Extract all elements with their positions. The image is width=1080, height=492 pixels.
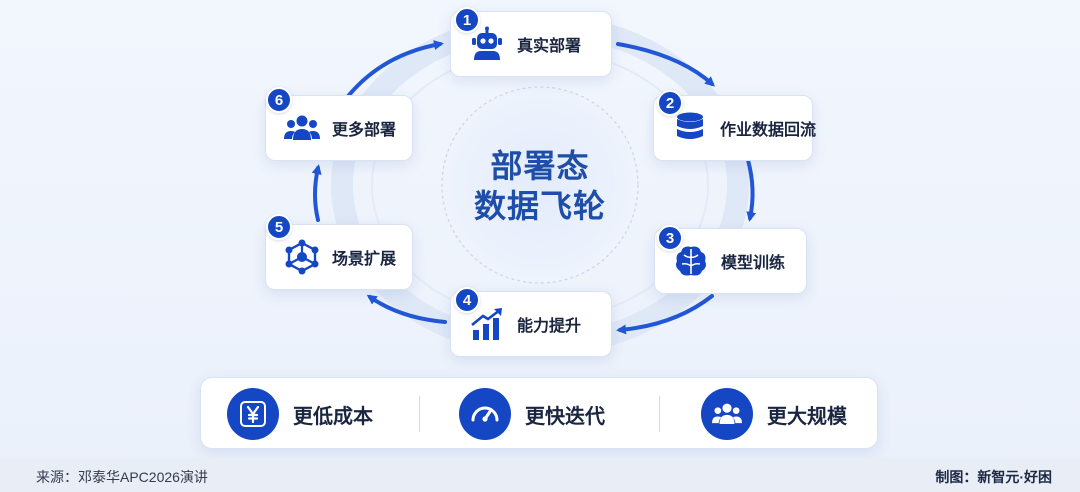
center-title-line2: 数据飞轮 — [473, 188, 606, 224]
center-title: 部署态 数据飞轮 — [440, 146, 640, 226]
step-number-4: 4 — [454, 287, 480, 313]
step-label-1: 真实部署 — [517, 38, 582, 55]
arrow-1-to-2 — [616, 42, 715, 87]
step-label-6: 更多部署 — [332, 122, 397, 139]
benefit-divider-2 — [659, 396, 660, 432]
credit-text: 制图：新智元·好困 — [935, 469, 1052, 485]
center-dashed-ring — [441, 86, 639, 284]
benefit-lower-cost: 更低成本 — [227, 388, 373, 440]
step-number-5: 5 — [266, 214, 292, 240]
source-text: 来源：邓泰华APC2026演讲 — [36, 469, 208, 485]
speedometer-icon — [459, 388, 511, 440]
center-glow — [442, 87, 638, 283]
step-number-3: 3 — [657, 225, 683, 251]
step-label-3: 模型训练 — [721, 255, 786, 272]
growth-chart-icon — [467, 304, 507, 344]
footer: 来源：邓泰华APC2026演讲 制图：新智元·好困 — [0, 458, 1080, 492]
arrow-6-to-1 — [343, 40, 444, 102]
benefit-divider-1 — [419, 396, 420, 432]
step-number-1: 1 — [454, 7, 480, 33]
arrow-3-to-4 — [616, 294, 714, 335]
robot-icon — [467, 24, 507, 64]
benefit-label-1: 更低成本 — [293, 405, 373, 428]
step-label-4: 能力提升 — [517, 318, 582, 335]
step-card-6: 更多部署 — [265, 95, 413, 161]
center-title-line1: 部署态 — [490, 148, 590, 184]
network-icon — [282, 237, 322, 277]
benefit-label-2: 更快迭代 — [525, 405, 605, 428]
database-icon — [670, 108, 710, 148]
benefit-larger-scale: 更大规模 — [701, 388, 847, 440]
step-number-6: 6 — [266, 87, 292, 113]
benefit-faster-iteration: 更快迭代 — [459, 388, 605, 440]
step-card-5: 场景扩展 — [265, 224, 413, 290]
people-group-icon — [701, 388, 753, 440]
brain-icon — [671, 241, 711, 281]
benefits-bar: 更低成本 更快迭代 更大规模 — [200, 377, 878, 449]
benefit-label-3: 更大规模 — [767, 405, 847, 428]
people-group-icon — [282, 108, 322, 148]
arrow-5-to-6 — [311, 164, 322, 222]
yen-icon — [227, 388, 279, 440]
step-number-2: 2 — [657, 90, 683, 116]
arrow-2-to-3 — [746, 158, 757, 222]
step-label-2: 作业数据回流 — [720, 122, 817, 139]
arrow-4-to-5 — [366, 294, 447, 324]
step-label-5: 场景扩展 — [332, 251, 397, 268]
